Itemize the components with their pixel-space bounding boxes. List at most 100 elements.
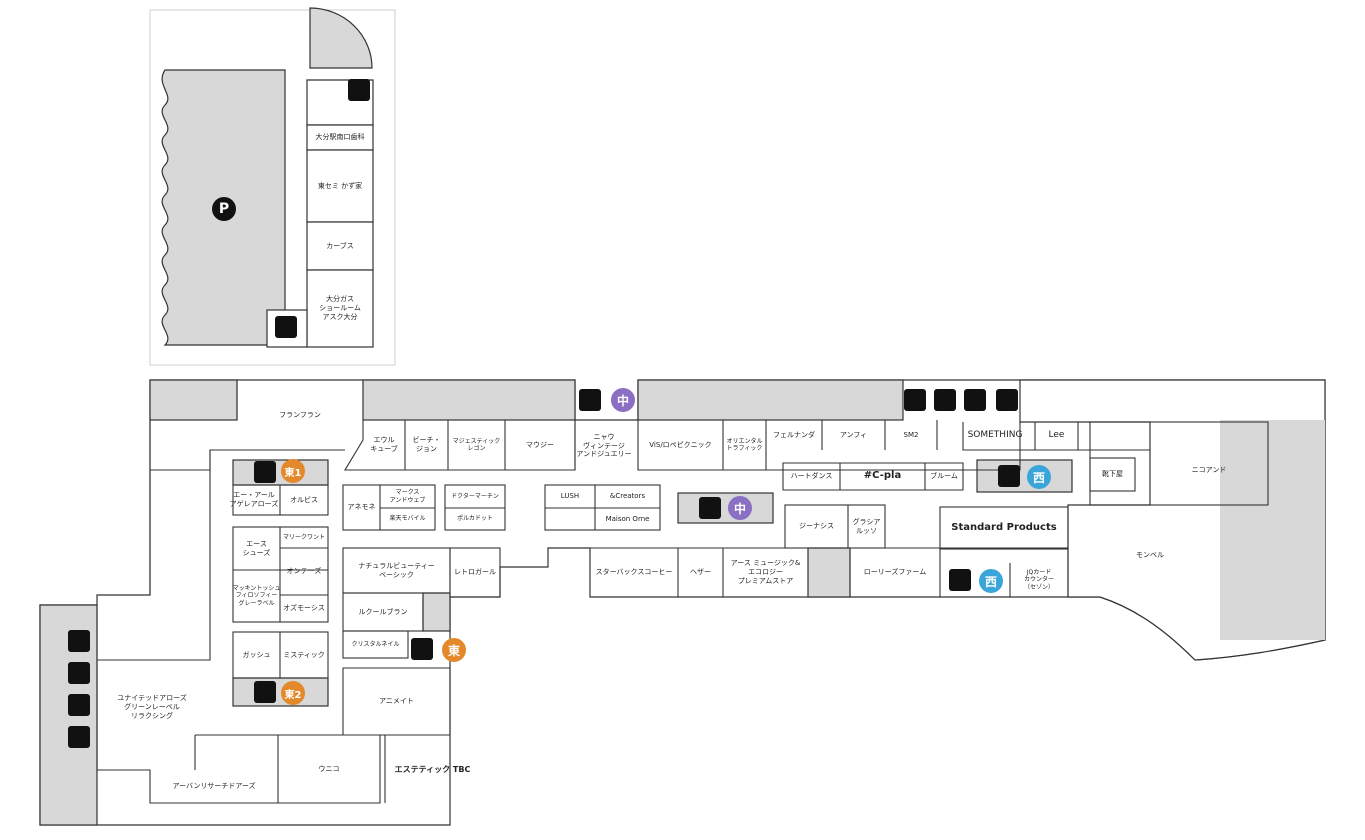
wall-1 bbox=[150, 380, 238, 421]
water-fountain-icon bbox=[996, 389, 1018, 411]
baby-changing-icon bbox=[68, 726, 90, 748]
parking-icon: P bbox=[212, 197, 236, 221]
label-montbell: モンベル bbox=[1136, 550, 1164, 559]
label-animate: アニメイト bbox=[379, 697, 414, 706]
label-maisonorne: Maison Orne bbox=[605, 514, 650, 523]
label-something: SOMETHING bbox=[967, 430, 1023, 441]
elevator-icon bbox=[348, 79, 370, 101]
shop-kutsushita[interactable] bbox=[1089, 457, 1136, 492]
label-uniqlo: ウニコ bbox=[318, 764, 340, 773]
shop-retro-girl[interactable] bbox=[449, 547, 501, 598]
west-badge: 西 bbox=[979, 569, 1003, 593]
label-oita-gas: 大分ガス ショールーム アスク大分 bbox=[319, 295, 361, 321]
shop-standard-products[interactable] bbox=[939, 506, 1069, 550]
label-ace: エース シューズ bbox=[242, 539, 271, 557]
label-lush: LUSH bbox=[560, 492, 580, 501]
label-kutsushita: 靴下屋 bbox=[1102, 470, 1123, 479]
label-majestic: マジェスティック レゴン bbox=[452, 437, 501, 453]
label-mystic: ミスティック bbox=[283, 650, 325, 659]
label-sm2: SM2 bbox=[903, 430, 919, 439]
label-vis: ViS/ロペピクニック bbox=[649, 440, 712, 449]
label-starbucks: スターバックスコーヒー bbox=[595, 568, 673, 577]
label-ar: エー・アール アゲレアローズ bbox=[229, 491, 279, 508]
label-bloom: ブルーム bbox=[930, 472, 958, 481]
label-heartdance: ハートダンス bbox=[790, 472, 833, 481]
label-drmartens: ドクターマーチン bbox=[451, 492, 499, 500]
shop-crystal-nail[interactable] bbox=[342, 630, 409, 659]
label-hezar: ヘザー bbox=[690, 568, 711, 577]
label-niau: ニャウ ヴィンテージ アンドジュエリー bbox=[576, 432, 632, 459]
central-badge: 中 bbox=[728, 496, 752, 520]
label-rakuten: 楽天モバイル bbox=[389, 515, 426, 523]
wall-7 bbox=[637, 420, 1150, 471]
label-anemone: アネモネ bbox=[347, 503, 376, 512]
label-marks: マークス アンドウェブ bbox=[389, 489, 426, 504]
label-orbis: オルビス bbox=[290, 495, 318, 504]
label-ozmosis: オズモーシス bbox=[283, 604, 325, 613]
restroom-icon bbox=[68, 630, 90, 652]
nursing-room-icon bbox=[964, 389, 986, 411]
central-badge: 中 bbox=[611, 388, 635, 412]
label-standard: Standard Products bbox=[951, 521, 1057, 533]
escalator-east2-area bbox=[232, 677, 329, 707]
west-badge: 西 bbox=[1027, 465, 1051, 489]
label-francfranc: フランフラン bbox=[279, 410, 321, 419]
label-beach: ビーチ・ ジョン bbox=[412, 436, 441, 453]
label-crystal: クリスタルネイル bbox=[351, 640, 400, 648]
nursing-room-icon bbox=[68, 694, 90, 716]
gray-zone-8 bbox=[422, 592, 451, 632]
restroom-icon bbox=[904, 389, 926, 411]
label-cpla: #C-pla bbox=[863, 470, 902, 482]
label-retro: レトロガール bbox=[454, 568, 496, 577]
label-nicoand: ニコアンド bbox=[1191, 465, 1227, 474]
elevator-icon bbox=[949, 569, 971, 591]
label-carbs: カーブス bbox=[326, 241, 354, 250]
label-tbc: エステティック TBC bbox=[394, 765, 471, 774]
shop-oita-gas[interactable] bbox=[306, 269, 374, 348]
east-badge: 東 bbox=[442, 638, 466, 662]
label-oita-dental: 大分駅南口歯科 bbox=[315, 133, 365, 142]
label-moussy: マウジー bbox=[526, 440, 554, 449]
annex-quarter bbox=[309, 7, 373, 69]
label-andcreators: &Creators bbox=[609, 492, 646, 501]
label-earth: アース ミュージック& エコロジー プレミアムストア bbox=[730, 559, 801, 585]
gray-zone-1 bbox=[149, 379, 238, 421]
cpla-row bbox=[782, 462, 964, 491]
label-gasshu: ガッシュ bbox=[242, 650, 271, 659]
label-maryquant: マリークワント bbox=[282, 533, 325, 541]
label-eulu: エウル キューブ bbox=[370, 436, 398, 453]
label-lee: Lee bbox=[1048, 430, 1065, 441]
wall-38 bbox=[96, 605, 381, 804]
label-lowrys: ローリーズファーム bbox=[863, 568, 927, 577]
elevator-icon bbox=[579, 389, 601, 411]
label-anfi: アンフィ bbox=[839, 430, 868, 439]
parking-annex-frame bbox=[149, 9, 396, 366]
label-urban: アーバンリサーチドアーズ bbox=[172, 782, 256, 791]
gray-zone-2 bbox=[362, 379, 576, 421]
wall-19 bbox=[590, 547, 1069, 597]
east2-badge: 東2 bbox=[281, 681, 305, 705]
label-ferunanda: フェルナンダ bbox=[773, 430, 815, 439]
escalator-icon bbox=[254, 461, 276, 483]
elevator-icon bbox=[275, 316, 297, 338]
wheelchair-icon bbox=[934, 389, 956, 411]
label-lecreplan: ルクールブラン bbox=[358, 607, 408, 616]
label-polka: ポルカドット bbox=[457, 515, 493, 523]
east1-badge: 東1 bbox=[281, 459, 305, 483]
shop-oita-dental[interactable] bbox=[306, 124, 374, 151]
escalator-central-area bbox=[677, 492, 774, 524]
label-jq: JQカード カウンター （セゾン） bbox=[1023, 568, 1054, 591]
label-oriental: オリエンタル トラフィック bbox=[726, 437, 763, 453]
label-gracia: グラシア ルッソ bbox=[852, 517, 881, 535]
shop-animate[interactable] bbox=[342, 667, 451, 736]
elevator-icon bbox=[411, 638, 433, 660]
escalator-icon bbox=[254, 681, 276, 703]
gray-zone-3 bbox=[637, 379, 904, 421]
wall-13 bbox=[962, 422, 1150, 451]
label-united: ユナイテッドアローズ グリーンレーベル リラクシング bbox=[117, 694, 187, 720]
label-ondeeds: オンテーズ bbox=[286, 567, 322, 576]
label-mackintosh: マッキントッシュ フィロソフィー グレーラベル bbox=[232, 584, 281, 607]
gray-zone-5 bbox=[1220, 420, 1325, 640]
wall-39 bbox=[97, 450, 211, 661]
